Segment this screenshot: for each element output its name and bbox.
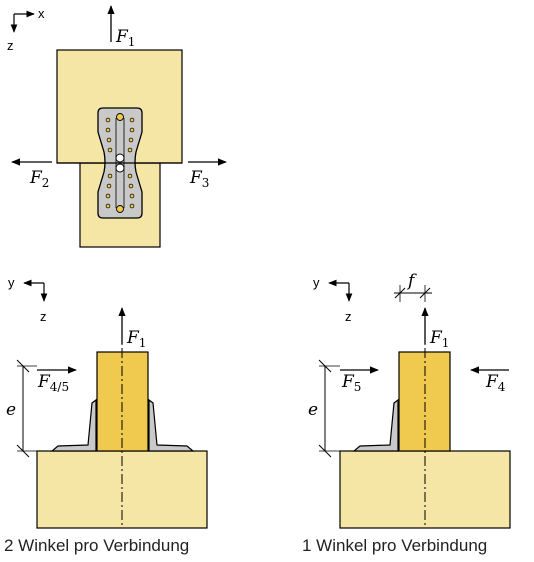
top-view: x z bbox=[7, 5, 227, 248]
steel-connector-plate bbox=[57, 107, 182, 219]
axis-y-label-right: y bbox=[313, 275, 320, 290]
label-f1-right: F1 bbox=[429, 328, 449, 350]
label-f2: F2 bbox=[29, 168, 49, 190]
label-f5: F5 bbox=[341, 372, 361, 394]
dimension-e-right: e bbox=[308, 359, 340, 458]
angle-bracket-left-a bbox=[50, 398, 97, 452]
label-f1-left: F1 bbox=[126, 328, 146, 350]
angle-bracket-left-b bbox=[148, 398, 195, 452]
axes-y-z-left: y z bbox=[8, 275, 48, 324]
angle-bracket-right bbox=[352, 398, 399, 452]
label-e-left: e bbox=[6, 400, 16, 420]
right-view: y z F1 F5 F4 e f bbox=[308, 271, 511, 529]
label-f45: F4/5 bbox=[37, 372, 69, 394]
label-f1-top: F1 bbox=[115, 27, 135, 49]
axes-x-z: x z bbox=[7, 6, 45, 53]
left-view: y z F1 F4/5 e bbox=[6, 275, 208, 529]
axis-y-label-left: y bbox=[8, 275, 15, 290]
caption-left: 2 Winkel pro Verbindung bbox=[4, 536, 190, 555]
label-f3: F3 bbox=[189, 168, 209, 190]
axis-x-label: x bbox=[38, 6, 45, 21]
label-f-dim: f bbox=[406, 271, 417, 291]
label-e-right: e bbox=[308, 400, 318, 420]
label-f4: F4 bbox=[485, 372, 506, 394]
axis-z-label-left: z bbox=[40, 309, 47, 324]
axis-z-label: z bbox=[7, 38, 14, 53]
dimension-e-left: e bbox=[6, 359, 37, 458]
caption-right: 1 Winkel pro Verbindung bbox=[302, 536, 488, 555]
axis-z-label-right: z bbox=[345, 309, 352, 324]
axes-y-z-right: y z bbox=[313, 275, 353, 324]
dimension-f: f bbox=[394, 271, 432, 302]
